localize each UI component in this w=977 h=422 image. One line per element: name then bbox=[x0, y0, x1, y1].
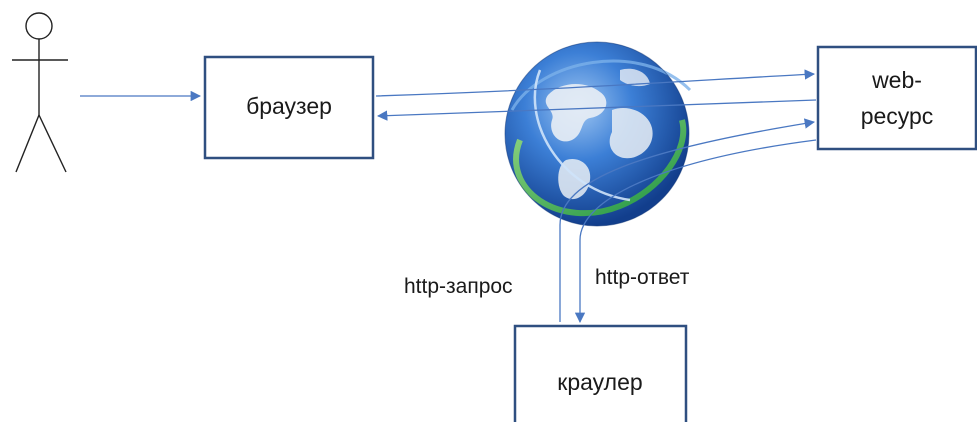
web-resource-response-arrow bbox=[574, 139, 817, 324]
web-resource-node: web- ресурс bbox=[816, 45, 977, 151]
crawler-box bbox=[513, 324, 688, 422]
crawler-request-arrow bbox=[559, 118, 816, 322]
http-response-label: http-ответ bbox=[595, 266, 690, 289]
browser-label: браузер bbox=[246, 93, 332, 119]
browser-to-web-resource-arrow bbox=[375, 69, 816, 97]
crawler-node: краулер bbox=[513, 324, 688, 422]
crawler-label: краулер bbox=[557, 369, 642, 395]
web-resource-to-browser-arrow bbox=[376, 99, 817, 121]
user-stick-figure-icon bbox=[12, 12, 68, 173]
browser-node: браузер bbox=[203, 55, 375, 160]
http-request-label: http-запрос bbox=[404, 275, 513, 298]
web-resource-label-line1: web- bbox=[871, 67, 922, 93]
globe-icon bbox=[504, 41, 692, 227]
web-resource-label-line2: ресурс bbox=[861, 103, 934, 129]
